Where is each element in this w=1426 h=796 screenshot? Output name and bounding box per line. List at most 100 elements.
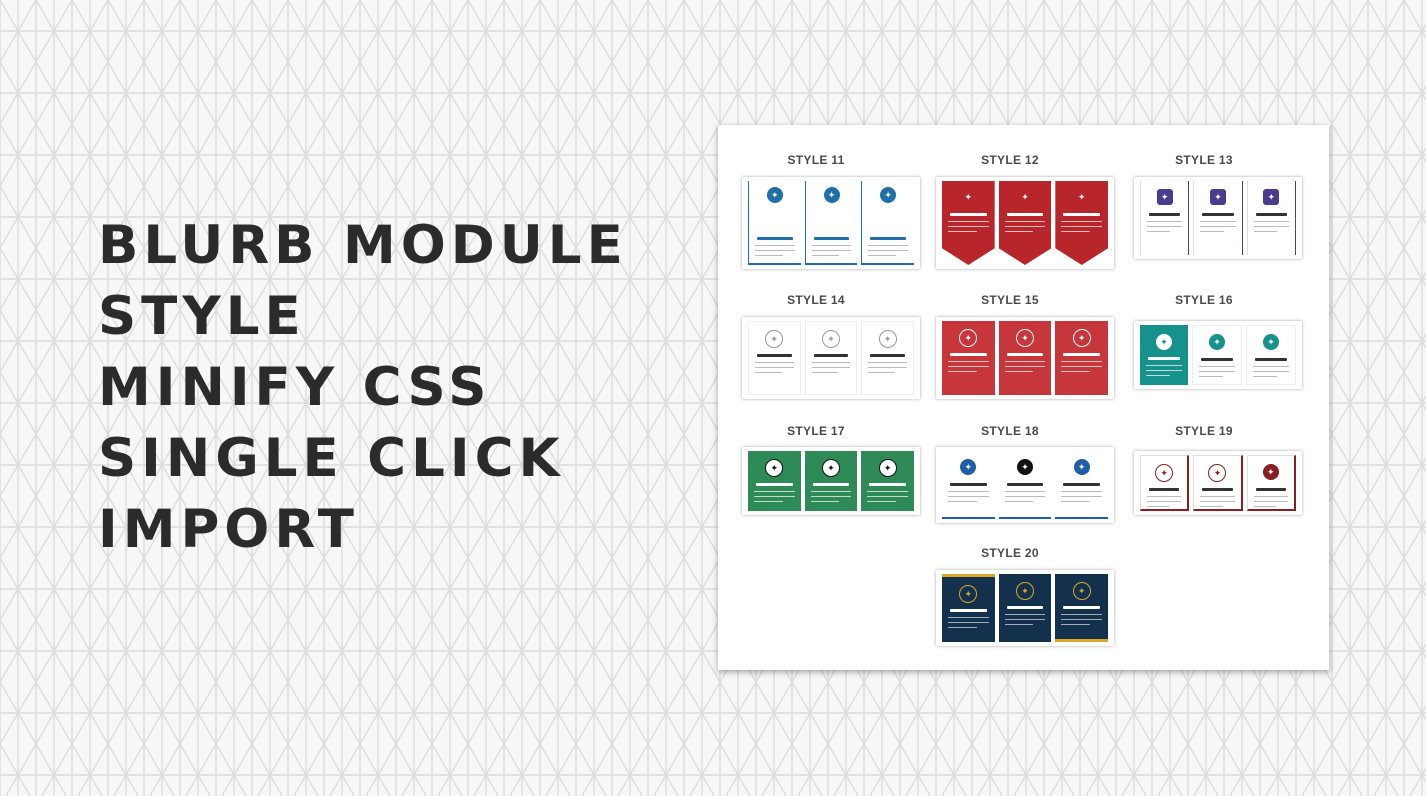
blurb-text-line <box>1004 221 1046 222</box>
style-label: STYLE 15 <box>981 293 1039 307</box>
blurb-title-line <box>870 237 907 240</box>
lightbulb-icon: ✦ <box>959 329 978 347</box>
style-preview-card[interactable]: ✦ ✦ ✦ <box>1134 321 1302 389</box>
lightbulb-icon: ✦ <box>1017 189 1033 205</box>
blurb-text-line <box>1061 496 1103 497</box>
blurb-text-line <box>755 255 783 256</box>
headline-line-3: MINIFY CSS <box>98 357 492 418</box>
blurb-text-line <box>1004 361 1046 362</box>
blurb-title-line <box>870 354 906 357</box>
blurb-text-line <box>1146 370 1182 371</box>
style-label: STYLE 18 <box>981 424 1039 438</box>
blurb-text-line <box>1061 361 1103 362</box>
lightbulb-icon: ✦ <box>959 585 978 603</box>
style-preview-sheet: STYLE 11✦✦✦STYLE 12✦✦✦STYLE 13✦✦✦STYLE 1… <box>718 125 1329 670</box>
blurb-text-line <box>811 255 840 256</box>
blurb-text-line <box>1200 496 1235 497</box>
blurb-text-line <box>811 367 851 368</box>
blurb-text-line <box>1004 491 1046 492</box>
blurb-text-line <box>1200 506 1223 507</box>
blurb-text-line <box>755 367 794 368</box>
blurb-text-line <box>1199 371 1235 372</box>
blurb-text-line <box>1147 226 1183 227</box>
blurb-title-line <box>1149 488 1180 491</box>
lightbulb-icon: ✦ <box>766 187 783 203</box>
lightbulb-icon: ✦ <box>822 330 840 348</box>
blurb-text-line <box>948 617 989 618</box>
blurb-column: ✦ <box>942 181 995 265</box>
style-preview-card[interactable]: ✦ ✦ ✦ <box>742 317 920 399</box>
blurb-title-line <box>1063 606 1101 609</box>
promo-headline: BLURB MODULE STYLE MINIFY CSS SINGLE CLI… <box>98 210 628 565</box>
blurb-text-line <box>867 491 909 492</box>
style-label: STYLE 20 <box>981 546 1039 560</box>
lightbulb-icon: ✦ <box>878 330 897 348</box>
lightbulb-icon: ✦ <box>1209 334 1225 350</box>
blurb-text-line <box>868 372 896 373</box>
lightbulb-icon: ✦ <box>1263 334 1279 350</box>
blurb-column: ✦ <box>942 321 995 395</box>
blurb-text-line <box>1061 221 1103 222</box>
blurb-text-line <box>811 250 852 251</box>
blurb-text-line <box>868 245 909 246</box>
blurb-text-line <box>948 496 989 497</box>
blurb-title-line <box>1255 358 1287 361</box>
style-preview-card[interactable]: ✦✦✦ <box>936 570 1114 646</box>
style-preview-card[interactable]: ✦✦✦ <box>742 177 920 269</box>
blurb-text-line <box>1004 619 1046 620</box>
lightbulb-icon: ✦ <box>1072 329 1091 347</box>
blurb-text-line <box>948 231 977 232</box>
style-label: STYLE 17 <box>787 424 845 438</box>
blurb-title-line <box>1201 358 1233 361</box>
blurb-text-line <box>868 362 908 363</box>
lightbulb-icon: ✦ <box>1155 333 1173 351</box>
blurb-text-line <box>810 496 852 497</box>
blurb-text-line <box>1061 619 1103 620</box>
headline-line-1: BLURB MODULE <box>98 215 628 276</box>
style-preview-card[interactable]: ✦✦✦ <box>1134 177 1302 259</box>
blurb-text-line <box>1253 366 1289 367</box>
blurb-title-line <box>1006 606 1044 609</box>
blurb-title-line <box>1006 483 1044 486</box>
blurb-text-line <box>1061 614 1103 615</box>
lightbulb-icon: ✦ <box>823 187 840 203</box>
style-label: STYLE 13 <box>1175 153 1233 167</box>
blurb-column: ✦ <box>1140 325 1188 385</box>
blurb-text-line <box>1253 496 1288 497</box>
blurb-text-line <box>1061 366 1103 367</box>
lightbulb-icon: ✦ <box>765 330 784 348</box>
blurb-text-line <box>867 501 897 502</box>
blurb-column: ✦ <box>998 574 1052 642</box>
blurb-column: ✦ <box>1055 574 1109 642</box>
lightbulb-icon: ✦ <box>1156 189 1173 205</box>
blurb-text-line <box>1199 376 1223 377</box>
lightbulb-icon: ✦ <box>1073 459 1090 475</box>
style-preview-card[interactable]: ✦✦✦ <box>936 447 1114 523</box>
blurb-text-line <box>867 496 909 497</box>
blurb-text-line <box>1147 221 1183 222</box>
blurb-column: ✦ <box>998 451 1052 519</box>
blurb-column: ✦ <box>1055 181 1109 265</box>
style-preview-card[interactable]: ✦✦✦ <box>742 447 920 515</box>
blurb-text-line <box>755 362 794 363</box>
lightbulb-icon: ✦ <box>765 459 784 477</box>
blurb-title-line <box>950 609 987 612</box>
blurb-column: ✦ <box>748 181 801 265</box>
blurb-title-line <box>757 354 792 357</box>
blurb-column: ✦ <box>1055 321 1109 395</box>
blurb-text-line <box>868 367 908 368</box>
blurb-text-line <box>754 501 783 502</box>
blurb-text-line <box>1004 496 1046 497</box>
headline-line-4: SINGLE CLICK <box>98 428 565 489</box>
blurb-text-line <box>1200 231 1224 232</box>
blurb-text-line <box>948 366 989 367</box>
style-preview-card[interactable]: ✦✦✦ <box>1134 451 1302 515</box>
lightbulb-icon: ✦ <box>878 459 897 477</box>
blurb-title-line <box>950 353 987 356</box>
blurb-title-line <box>813 354 849 357</box>
style-preview-card[interactable]: ✦ ✦ ✦ <box>936 177 1114 269</box>
blurb-column: ✦ <box>1246 455 1296 511</box>
blurb-title-line <box>1063 213 1101 216</box>
blurb-column: ✦ <box>942 451 995 519</box>
style-preview-card[interactable]: ✦✦✦ <box>936 317 1114 399</box>
